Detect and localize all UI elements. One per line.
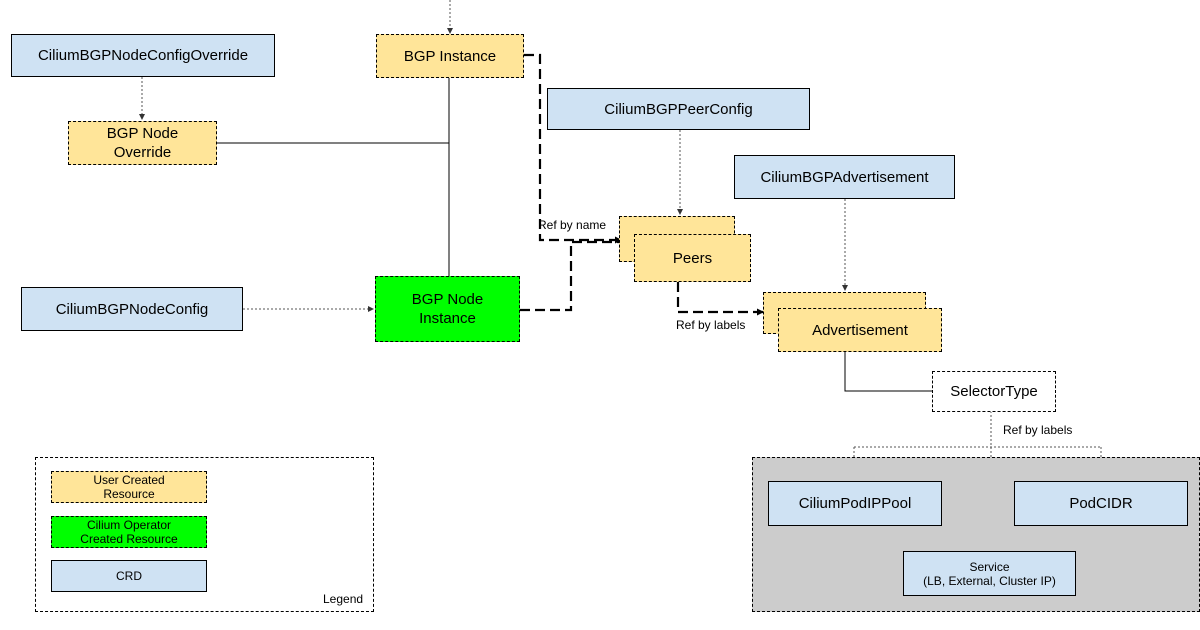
pod-ip-pool: CiliumPodIPPool xyxy=(768,481,942,526)
peers-label: Peers xyxy=(672,249,713,267)
edge-node-instance-to-peers xyxy=(520,240,619,312)
edge-label-ref-by-name: Ref by name xyxy=(538,218,607,232)
legend xyxy=(35,457,374,612)
legend-user-created: User Created Resource xyxy=(51,471,207,503)
node-config-label: CiliumBGPNodeConfig xyxy=(55,300,209,318)
edge-peers-ref-by-labels xyxy=(676,282,764,316)
advertisement: Advertisement xyxy=(778,308,942,352)
edge-instance-ref-by-name xyxy=(524,53,622,244)
bgp-node-instance: BGP Node Instance xyxy=(375,276,520,342)
pod-cidr-label: PodCIDR xyxy=(1069,495,1133,512)
legend-operator-created-label: Cilium Operator Created Resource xyxy=(80,518,178,546)
pod-ip-pool-label: CiliumPodIPPool xyxy=(798,495,912,512)
peer-config-crd: CiliumBGPPeerConfig xyxy=(547,88,810,130)
bgp-node-override-label: BGP Node Override xyxy=(106,125,179,161)
selector-type-label: SelectorType xyxy=(950,383,1038,400)
service-label: Service (LB, External, Cluster IP) xyxy=(923,559,1056,588)
legend-crd-label: CRD xyxy=(116,569,142,583)
legend-operator-created: Cilium Operator Created Resource xyxy=(51,516,207,548)
legend-crd: CRD xyxy=(51,560,207,592)
node-config-override-crd: CiliumBGPNodeConfigOverride xyxy=(11,34,275,77)
bgp-node-instance-label: BGP Node Instance xyxy=(411,291,484,327)
bgp-instance: BGP Instance xyxy=(376,34,524,78)
advertisement-crd-label: CiliumBGPAdvertisement xyxy=(760,168,929,186)
advertisement-crd: CiliumBGPAdvertisement xyxy=(734,155,955,199)
edge-label-ref-by-labels-selector: Ref by labels xyxy=(1003,423,1073,437)
node-config-override-label: CiliumBGPNodeConfigOverride xyxy=(37,47,249,64)
advertisement-label: Advertisement xyxy=(812,321,908,339)
node-config-crd: CiliumBGPNodeConfig xyxy=(21,287,243,331)
legend-user-created-label: User Created Resource xyxy=(93,473,165,501)
legend-title: Legend xyxy=(323,592,364,606)
peer-config-label: CiliumBGPPeerConfig xyxy=(604,100,753,118)
service: Service (LB, External, Cluster IP) xyxy=(903,551,1076,596)
edge-adv-to-selector xyxy=(844,352,932,392)
bgp-instance-label: BGP Instance xyxy=(403,47,497,65)
selector-type: SelectorType xyxy=(932,371,1056,412)
edge-label-ref-by-labels-peers: Ref by labels xyxy=(676,318,746,332)
bgp-node-override: BGP Node Override xyxy=(68,121,217,165)
peers: Peers xyxy=(634,234,751,282)
pod-cidr: PodCIDR xyxy=(1014,481,1188,526)
